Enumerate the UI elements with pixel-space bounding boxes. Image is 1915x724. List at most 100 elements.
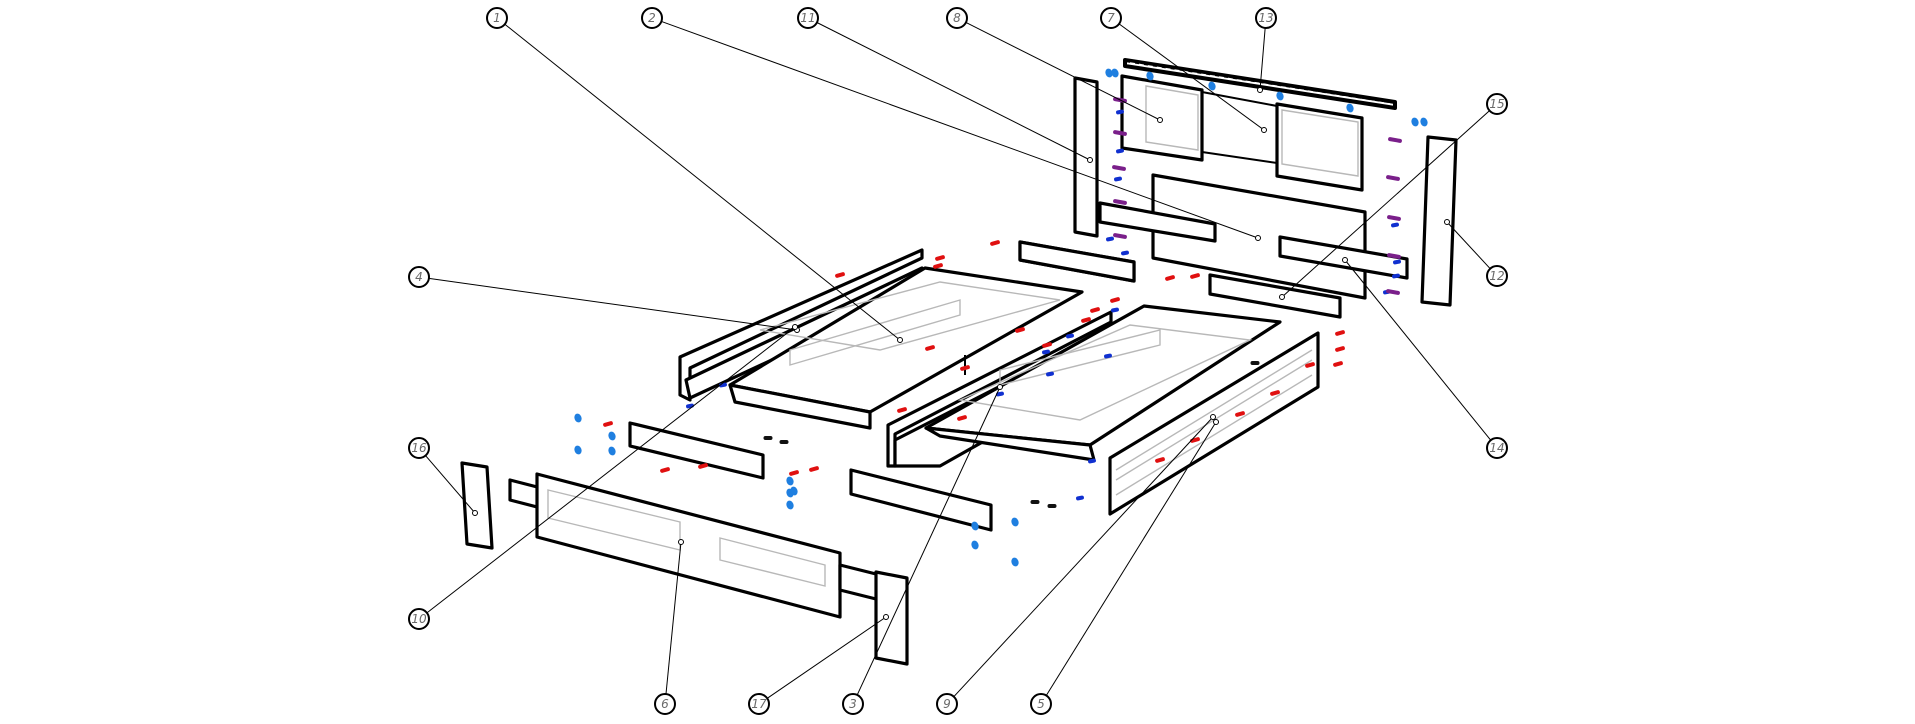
dowel-fastener xyxy=(786,500,794,510)
balloon-6-label: 6 xyxy=(661,697,669,711)
dowel-fastener xyxy=(790,486,798,496)
balloon-2-label: 2 xyxy=(648,11,656,25)
dowel-fastener xyxy=(786,476,794,486)
cam-bolt-fastener xyxy=(957,415,967,421)
balloon-15: 15 xyxy=(1486,93,1508,115)
cam-bolt-fastener xyxy=(990,240,1000,246)
leader-anchor-15 xyxy=(1279,294,1285,300)
footboard-right-strip xyxy=(838,563,882,602)
confirmat-fastener xyxy=(1388,137,1402,143)
drawer-right-front xyxy=(924,426,1096,462)
dowel-fastener xyxy=(1111,68,1119,78)
cam-bolt-fastener xyxy=(897,407,907,413)
dowel-fastener xyxy=(608,431,616,441)
side-rail-4 xyxy=(678,248,924,402)
leader-line-3 xyxy=(856,386,1001,696)
pin-fastener xyxy=(779,440,789,444)
pin-fastener xyxy=(1250,361,1260,365)
dowel-fastener xyxy=(608,446,616,456)
leader-line-9 xyxy=(953,416,1214,698)
dowel-fastener xyxy=(1208,81,1216,91)
balloon-3-label: 3 xyxy=(849,697,857,711)
dowel-fastener xyxy=(1276,91,1284,101)
leader-line-11 xyxy=(816,22,1091,161)
leader-line-6 xyxy=(665,541,682,695)
leader-line-4 xyxy=(428,277,798,331)
balloon-13-label: 13 xyxy=(1258,11,1273,25)
balloon-13: 13 xyxy=(1255,7,1277,29)
leader-line-16 xyxy=(425,455,476,514)
leader-line-14 xyxy=(1344,259,1492,441)
balloon-11-label: 11 xyxy=(800,11,815,25)
balloon-8: 8 xyxy=(946,7,968,29)
dowel-fastener xyxy=(1105,68,1113,78)
cam-bolt-fastener xyxy=(1042,342,1052,348)
cam-bolt-fastener xyxy=(660,467,670,473)
cam-bolt-fastener xyxy=(960,365,970,371)
confirmat-fastener xyxy=(1113,233,1127,239)
leader-anchor-11 xyxy=(1087,157,1093,163)
balloon-14: 14 xyxy=(1486,437,1508,459)
dowel-fastener xyxy=(1411,117,1419,127)
cam-bolt-fastener xyxy=(809,466,819,472)
confirmat-fastener xyxy=(1386,175,1400,181)
balloon-14-label: 14 xyxy=(1489,441,1504,455)
leader-line-8 xyxy=(965,22,1161,121)
balloon-4-label: 4 xyxy=(415,270,423,284)
balloon-17: 17 xyxy=(748,693,770,715)
cam-bolt-fastener xyxy=(835,272,845,278)
cam-bolt-fastener xyxy=(1270,390,1280,396)
cam-bolt-fastener xyxy=(1015,327,1025,333)
leader-anchor-9 xyxy=(1210,414,1216,420)
leader-anchor-16 xyxy=(472,510,478,516)
screw-fastener xyxy=(1392,273,1400,279)
cam-bolt-fastener xyxy=(1190,273,1200,279)
cam-bolt-fastener xyxy=(698,463,708,469)
screw-fastener xyxy=(1066,333,1074,339)
leader-line-12 xyxy=(1446,221,1491,270)
dowel-fastener xyxy=(1011,557,1019,567)
headboard-strip-left xyxy=(1098,201,1217,243)
dowel-fastener xyxy=(971,521,979,531)
balloon-9: 9 xyxy=(936,693,958,715)
confirmat-fastener xyxy=(1112,165,1126,171)
screw-fastener xyxy=(996,391,1004,397)
dowel-fastener xyxy=(1146,71,1154,81)
balloon-10-label: 10 xyxy=(411,612,427,626)
leader-line-13 xyxy=(1259,27,1266,91)
cam-bolt-fastener xyxy=(1335,330,1345,336)
leader-anchor-8 xyxy=(1157,117,1163,123)
pin-fastener xyxy=(1030,500,1040,504)
leader-anchor-12 xyxy=(1444,219,1450,225)
cam-bolt-fastener xyxy=(1335,346,1345,352)
cam-bolt-fastener xyxy=(933,263,943,269)
screw-fastener xyxy=(1076,495,1084,501)
cam-bolt-fastener xyxy=(789,470,799,476)
cam-bolt-fastener xyxy=(1110,297,1120,303)
screw-fastener xyxy=(1104,353,1112,359)
cam-bolt-fastener xyxy=(1165,275,1175,281)
dowel-fastener xyxy=(574,445,582,455)
headboard-assembly xyxy=(1018,58,1458,319)
headboard-lower-strip xyxy=(1208,273,1342,319)
balloon-2: 2 xyxy=(641,7,663,29)
footboard-assembly xyxy=(460,240,1136,666)
cross-strip-right xyxy=(849,468,993,532)
balloons: 1 2 11 8 7 13 15 12 14 4 16 10 6 17 3 9 … xyxy=(408,7,1508,715)
balloon-9-label: 9 xyxy=(943,697,951,711)
leader-line-5 xyxy=(1045,421,1217,696)
center-rail-assembly xyxy=(886,304,1282,468)
balloon-10: 10 xyxy=(408,608,430,630)
balloon-8-label: 8 xyxy=(953,11,961,25)
screw-fastener xyxy=(1111,307,1119,313)
leader-anchor-2 xyxy=(1255,235,1261,241)
dowel-fastener xyxy=(1420,117,1428,127)
balloon-5-label: 5 xyxy=(1037,697,1045,711)
screw-fastener xyxy=(1088,458,1096,464)
balloon-5: 5 xyxy=(1030,693,1052,715)
footboard-main-panel-6 xyxy=(535,472,842,619)
confirmat-fastener xyxy=(1113,199,1127,205)
leader-line-10 xyxy=(426,326,796,614)
leader-line-1 xyxy=(504,23,901,341)
